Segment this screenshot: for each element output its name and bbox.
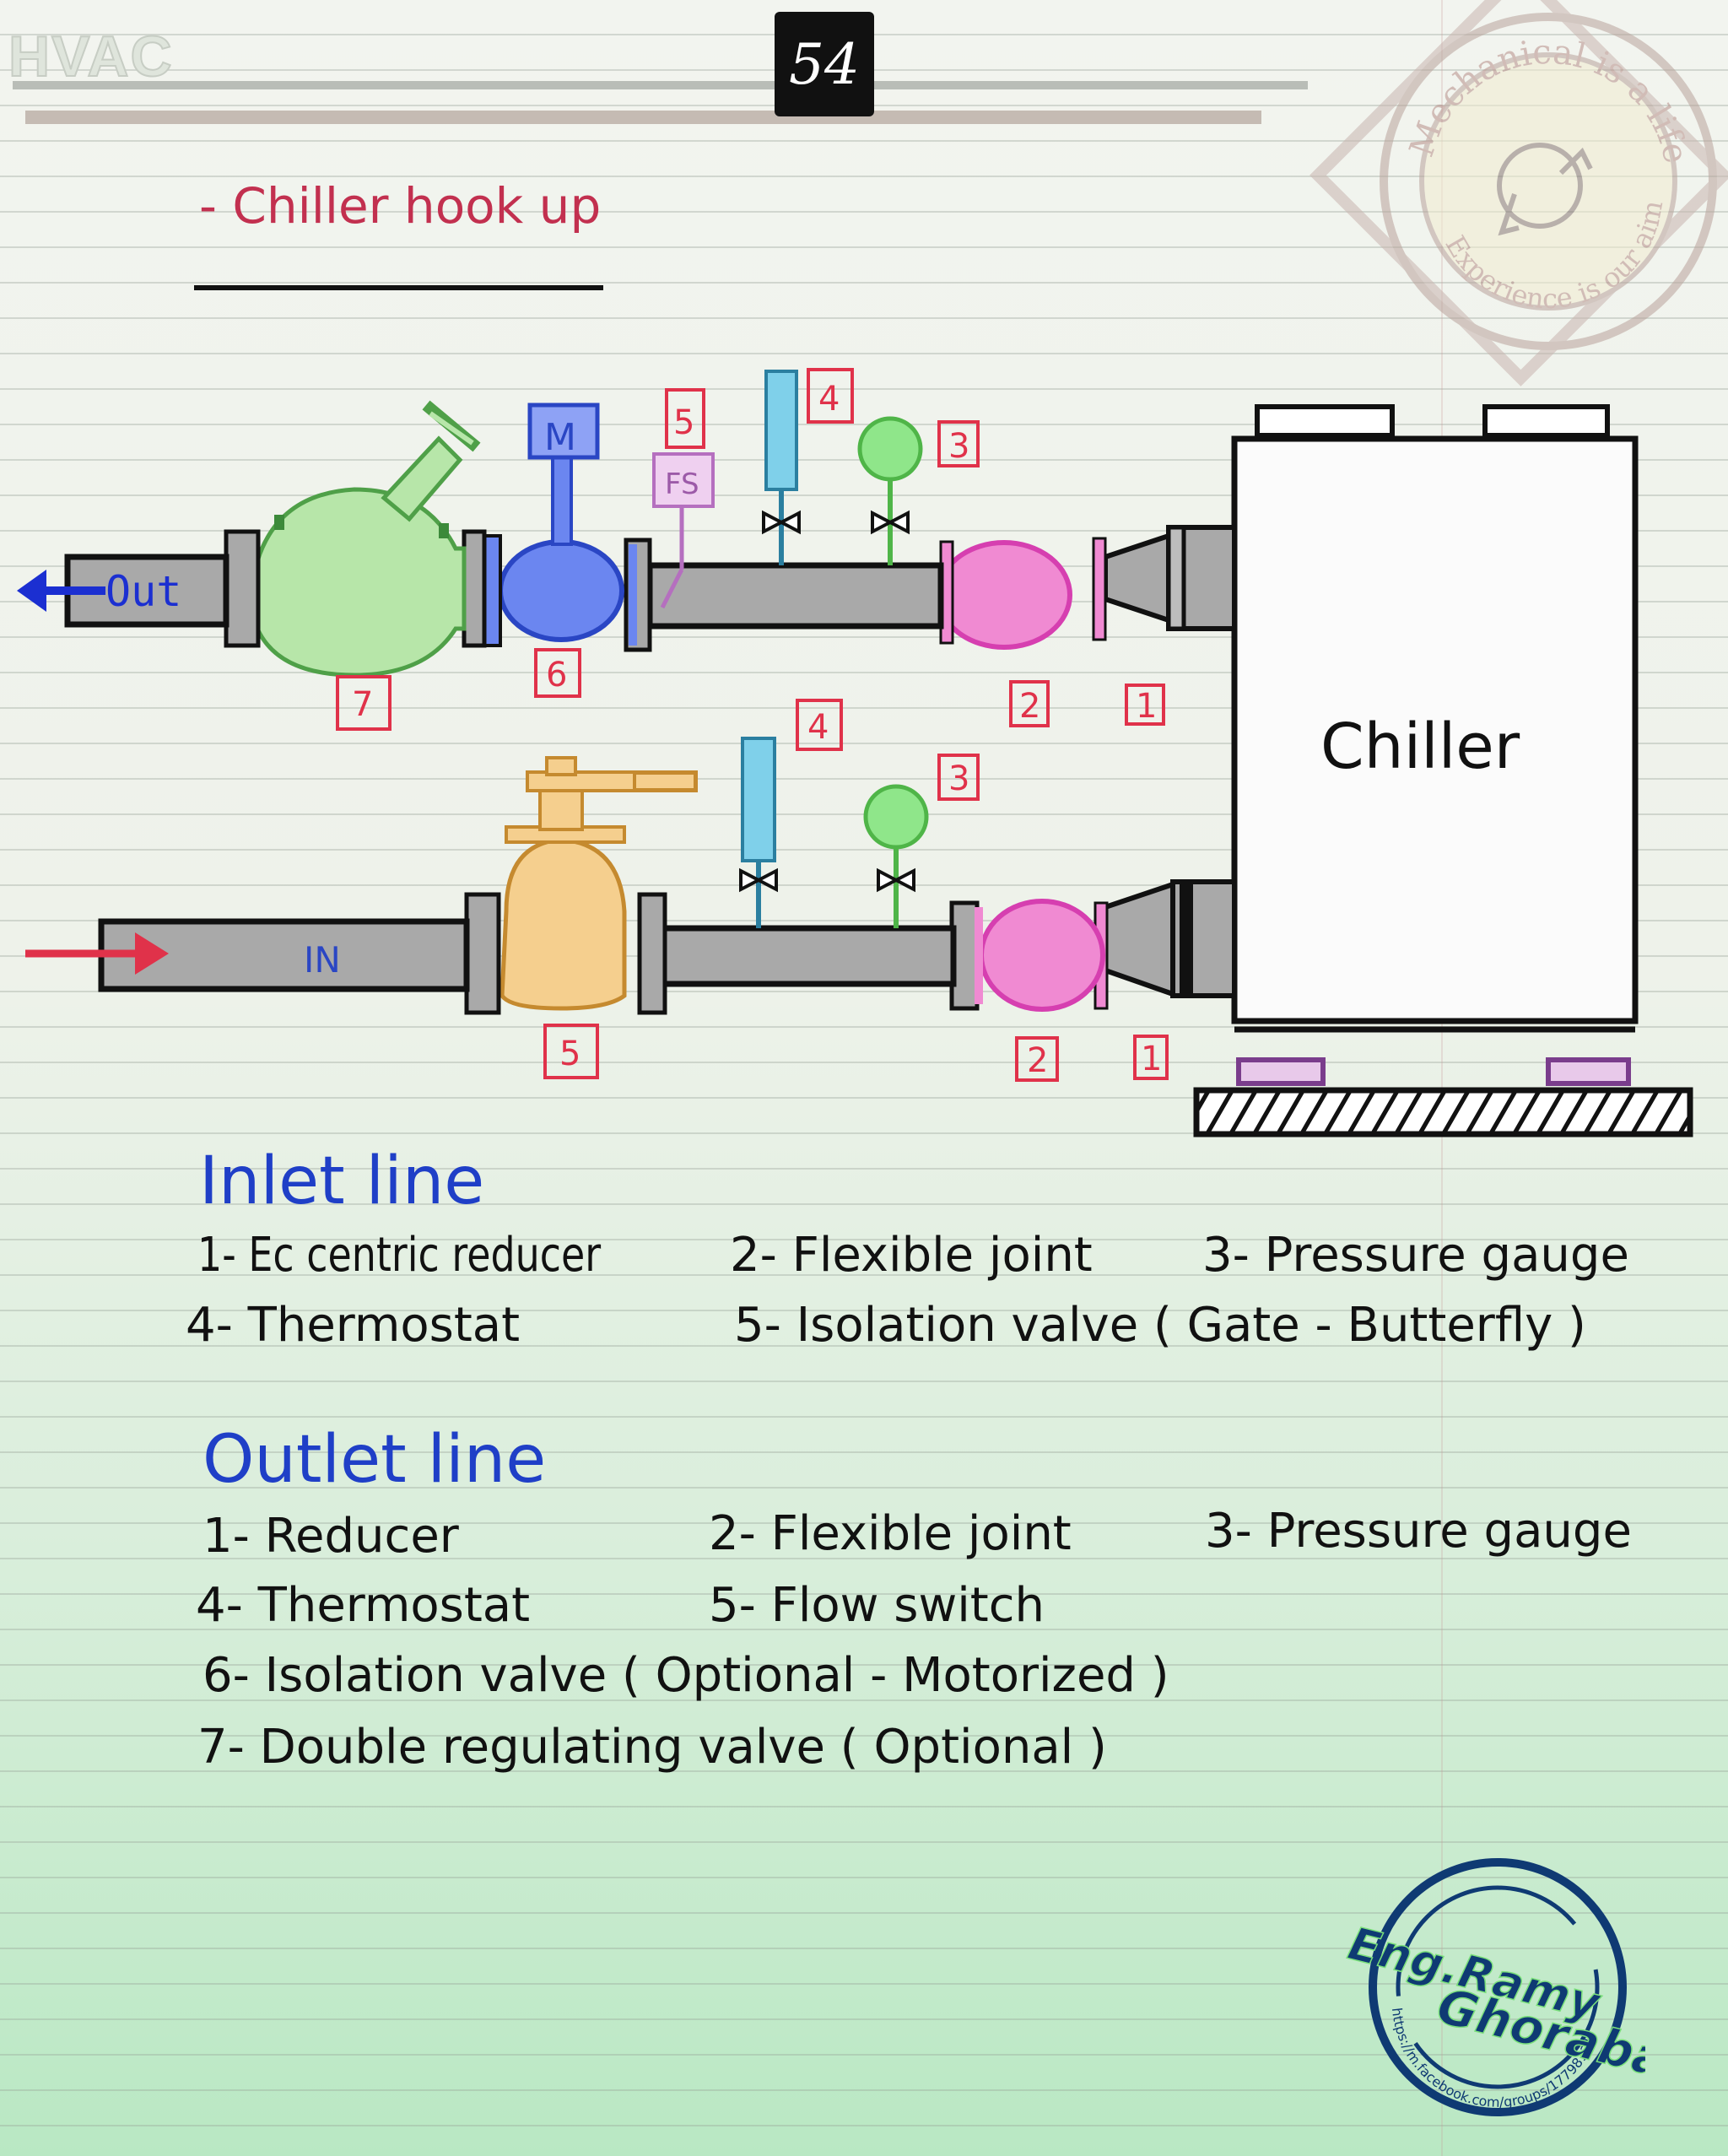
svg-text:6: 6 bbox=[546, 656, 567, 694]
outlet-callout-1: 1 bbox=[1125, 684, 1165, 726]
hvac-tag: HVAC bbox=[8, 24, 174, 89]
svg-text:5: 5 bbox=[673, 403, 694, 442]
inlet-callout-1: 1 bbox=[1133, 1035, 1169, 1080]
svg-text:3: 3 bbox=[948, 759, 969, 798]
svg-text:5: 5 bbox=[559, 1035, 580, 1073]
svg-text:2: 2 bbox=[1019, 687, 1040, 726]
inlet-flexible-joint bbox=[979, 899, 1105, 1012]
outlet-motorized-valve bbox=[498, 539, 624, 642]
page-title: - Chiller hook up bbox=[199, 177, 602, 235]
svg-text:3: 3 bbox=[948, 427, 969, 466]
outlet-thermostat bbox=[764, 370, 798, 491]
vibration-isolator bbox=[1546, 1057, 1631, 1086]
header-rule bbox=[13, 81, 1308, 89]
outlet-item-1: 1- Reducer bbox=[202, 1509, 459, 1564]
inlet-callout-2: 2 bbox=[1015, 1036, 1059, 1082]
outlet-callout-6: 6 bbox=[534, 648, 581, 698]
out-label: Out bbox=[105, 567, 181, 616]
header-rule-secondary bbox=[25, 111, 1261, 124]
inlet-thermostat bbox=[741, 737, 776, 862]
inlet-item-3: 3- Pressure gauge bbox=[1202, 1228, 1629, 1283]
vibration-isolator bbox=[1236, 1057, 1326, 1086]
outlet-callout-3: 3 bbox=[937, 420, 980, 467]
in-arrow-icon bbox=[135, 932, 169, 975]
inlet-heading: Inlet line bbox=[199, 1143, 485, 1219]
outlet-item-3: 3- Pressure gauge bbox=[1205, 1504, 1632, 1559]
out-arrow-icon bbox=[17, 570, 46, 612]
svg-text:4: 4 bbox=[818, 380, 840, 419]
inlet-callout-3: 3 bbox=[937, 754, 980, 801]
watermark-stamp-logo: Mechanical is a life Experience is our a… bbox=[1310, 0, 1728, 386]
inlet-pressure-gauge bbox=[863, 784, 929, 850]
outlet-item-2: 2- Flexible joint bbox=[709, 1506, 1072, 1561]
svg-text:7: 7 bbox=[352, 685, 373, 724]
page-number: 54 bbox=[775, 12, 874, 116]
paper-margin-line bbox=[1441, 0, 1443, 2156]
outlet-reducer bbox=[1103, 532, 1171, 624]
inlet-item-5: 5- Isolation valve ( Gate - Butterfly ) bbox=[734, 1298, 1586, 1353]
outlet-callout-5: 5 bbox=[665, 388, 705, 449]
inlet-item-2: 2- Flexible joint bbox=[730, 1228, 1093, 1283]
outlet-item-6: 6- Isolation valve ( Optional - Motorize… bbox=[202, 1648, 1169, 1703]
inlet-reducer bbox=[1103, 880, 1175, 998]
outlet-callout-2: 2 bbox=[1009, 680, 1050, 727]
svg-text:1: 1 bbox=[1136, 687, 1157, 726]
outlet-heading: Outlet line bbox=[202, 1422, 547, 1498]
chiller-label: Chiller bbox=[1320, 711, 1520, 783]
outlet-item-4: 4- Thermostat bbox=[196, 1578, 531, 1633]
inlet-callout-5: 5 bbox=[543, 1024, 599, 1079]
inlet-gate-valve bbox=[500, 837, 627, 1011]
svg-text:1: 1 bbox=[1141, 1040, 1162, 1078]
outlet-item-5: 5- Flow switch bbox=[709, 1578, 1045, 1633]
svg-text:M: M bbox=[544, 416, 576, 459]
outlet-pipe bbox=[646, 562, 944, 630]
inlet-callout-4: 4 bbox=[796, 699, 843, 751]
inlet-pipe bbox=[659, 925, 957, 987]
svg-text:2: 2 bbox=[1027, 1041, 1048, 1080]
in-label: IN bbox=[304, 939, 341, 981]
outlet-double-regulating-valve bbox=[255, 487, 467, 678]
inlet-item-4: 4- Thermostat bbox=[186, 1298, 521, 1353]
outlet-item-7: 7- Double regulating valve ( Optional ) bbox=[197, 1720, 1107, 1775]
title-underline bbox=[194, 285, 603, 290]
chiller-hookup-diagram: Chiller FS M bbox=[17, 368, 1693, 1137]
inlet-item-1: 1- Ec centric reducer bbox=[197, 1228, 602, 1283]
outlet-pressure-gauge bbox=[857, 416, 923, 482]
chiller-unit: Chiller bbox=[1193, 404, 1693, 1137]
floor-hatch bbox=[1193, 1087, 1693, 1137]
outlet-callout-4: 4 bbox=[807, 368, 854, 424]
svg-text:4: 4 bbox=[807, 708, 829, 747]
inlet-line: IN bbox=[25, 737, 1237, 1015]
outlet-line: FS M Out bbox=[17, 370, 1237, 678]
author-signature-logo: https://m.facebook.com/groups/1779813145… bbox=[1342, 1840, 1645, 2116]
outlet-flexible-joint bbox=[936, 540, 1072, 650]
outlet-callout-7: 7 bbox=[336, 675, 392, 731]
svg-text:FS: FS bbox=[665, 467, 699, 501]
